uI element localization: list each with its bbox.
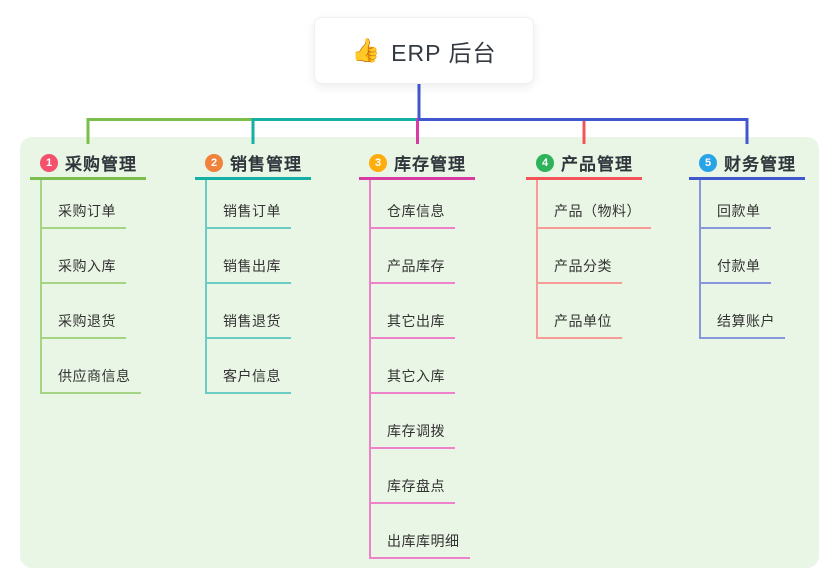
connector-branch-4 <box>417 80 586 144</box>
branch-2-child-node[interactable]: 销售订单 <box>207 180 345 229</box>
branch-3-child-node[interactable]: 出库库明细 <box>371 504 509 559</box>
branch-5-child-node[interactable]: 回款单 <box>701 180 839 229</box>
branch-5-title-label: 财务管理 <box>724 155 796 174</box>
node-label: 产品分类 <box>538 256 622 284</box>
node-label: 销售出库 <box>207 256 291 284</box>
branch-3-title-label: 库存管理 <box>394 155 466 174</box>
branch-3-child-node[interactable]: 其它入库 <box>371 339 509 394</box>
branch-2-child-node[interactable]: 销售出库 <box>207 229 345 284</box>
branch-5-title-node[interactable]: 5 财务管理 <box>689 148 805 180</box>
branch-3-children: 仓库信息 产品库存 其它出库 其它入库 库存调拨 库存盘点 出库库明细 <box>369 180 509 559</box>
branch-4-badge: 4 <box>536 153 554 172</box>
node-label: 其它出库 <box>371 311 455 339</box>
node-label: 出库库明细 <box>371 531 470 559</box>
node-label: 库存调拨 <box>371 421 455 449</box>
branch-2-child-node[interactable]: 销售退货 <box>207 284 345 339</box>
node-label: 回款单 <box>701 201 771 229</box>
branch-1-children: 采购订单 采购入库 采购退货 供应商信息 <box>40 180 180 394</box>
node-label: 采购退货 <box>42 311 126 339</box>
branch-5-children: 回款单 付款单 结算账户 <box>699 180 839 339</box>
branch-2-child-node[interactable]: 客户信息 <box>207 339 345 394</box>
node-label: 库存盘点 <box>371 476 455 504</box>
branch-3: 3 库存管理 仓库信息 产品库存 其它出库 其它入库 库存调拨 库存盘点 出库库… <box>359 148 509 559</box>
node-label: 销售订单 <box>207 201 291 229</box>
branch-3-child-node[interactable]: 库存调拨 <box>371 394 509 449</box>
branch-5: 5 财务管理 回款单 付款单 结算账户 <box>689 148 839 339</box>
node-label: 产品（物料） <box>538 201 651 229</box>
branch-4-child-node[interactable]: 产品分类 <box>538 229 676 284</box>
node-label: 采购入库 <box>42 256 126 284</box>
branch-2-title-node[interactable]: 2 销售管理 <box>195 148 311 180</box>
branch-1-child-node[interactable]: 采购订单 <box>42 180 180 229</box>
connector-branch-5 <box>417 80 749 144</box>
branch-1: 1 采购管理 采购订单 采购入库 采购退货 供应商信息 <box>30 148 180 394</box>
branch-2: 2 销售管理 销售订单 销售出库 销售退货 客户信息 <box>195 148 345 394</box>
thumbs-up-icon: 👍 <box>351 37 382 63</box>
branch-4-title-label: 产品管理 <box>561 155 633 174</box>
branch-5-child-node[interactable]: 结算账户 <box>701 284 839 339</box>
branch-3-badge: 3 <box>369 153 387 172</box>
branch-2-badge: 2 <box>205 153 223 172</box>
branch-3-title-node[interactable]: 3 库存管理 <box>359 148 475 180</box>
branch-1-child-node[interactable]: 采购入库 <box>42 229 180 284</box>
branch-5-badge: 5 <box>699 153 717 172</box>
branch-4-title-node[interactable]: 4 产品管理 <box>526 148 642 180</box>
branch-3-child-node[interactable]: 产品库存 <box>371 229 509 284</box>
node-label: 产品单位 <box>538 311 622 339</box>
branch-1-badge: 1 <box>40 153 58 172</box>
node-label: 付款单 <box>701 256 771 284</box>
branch-3-child-node[interactable]: 仓库信息 <box>371 180 509 229</box>
branch-4-child-node[interactable]: 产品单位 <box>538 284 676 339</box>
branch-1-title-node[interactable]: 1 采购管理 <box>30 148 146 180</box>
node-label: 销售退货 <box>207 311 291 339</box>
connector-branch-2 <box>251 80 421 144</box>
branch-5-child-node[interactable]: 付款单 <box>701 229 839 284</box>
node-label: 结算账户 <box>701 311 785 339</box>
node-label: 客户信息 <box>207 366 291 394</box>
branch-2-children: 销售订单 销售出库 销售退货 客户信息 <box>205 180 345 394</box>
node-label: 采购订单 <box>42 201 126 229</box>
branch-4-child-node[interactable]: 产品（物料） <box>538 180 676 229</box>
root-node-label: ERP 后台 <box>391 39 497 66</box>
node-label: 其它入库 <box>371 366 455 394</box>
branch-2-title-label: 销售管理 <box>230 155 302 174</box>
branch-4: 4 产品管理 产品（物料） 产品分类 产品单位 <box>526 148 676 339</box>
node-label: 产品库存 <box>371 256 455 284</box>
branch-3-child-node[interactable]: 库存盘点 <box>371 449 509 504</box>
node-label: 仓库信息 <box>371 201 455 229</box>
branch-1-child-node[interactable]: 供应商信息 <box>42 339 180 394</box>
branch-1-title-label: 采购管理 <box>65 155 137 174</box>
node-label: 供应商信息 <box>42 366 141 394</box>
branch-4-children: 产品（物料） 产品分类 产品单位 <box>536 180 676 339</box>
branch-1-child-node[interactable]: 采购退货 <box>42 284 180 339</box>
root-node[interactable]: 👍 ERP 后台 <box>314 17 534 84</box>
branch-3-child-node[interactable]: 其它出库 <box>371 284 509 339</box>
branches-background-panel <box>20 137 819 568</box>
